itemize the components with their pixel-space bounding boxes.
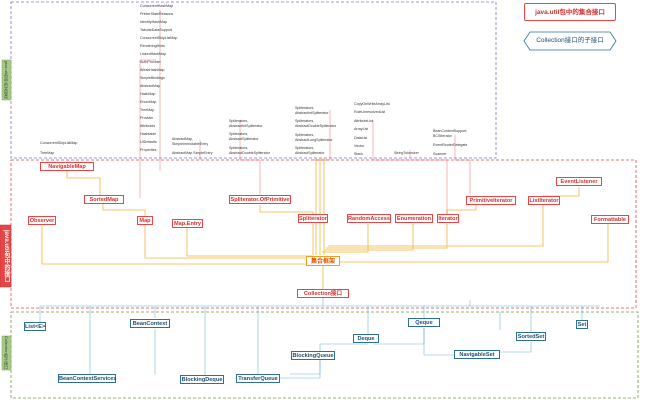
class-name: RenderingHints	[140, 44, 165, 48]
class-name: BCSIterator	[433, 133, 452, 138]
beancontextservices-node: BeanContextServices	[58, 374, 117, 383]
transferqueue-node: TransferQueue	[236, 374, 280, 383]
listiterator-node: ListIterator	[528, 196, 560, 205]
legend-hexagon	[523, 31, 617, 51]
class-name: Properties	[140, 148, 157, 152]
class-name: ArrayList	[354, 127, 369, 132]
class-name: Spliterators,	[229, 132, 249, 137]
class-name: AuthProvider	[140, 60, 161, 64]
qeque-node: Qeque	[408, 318, 440, 327]
class-name: UIDefaults	[140, 140, 157, 144]
class-name: CopyOnWriteArrayList	[354, 102, 390, 106]
middle-side-tab	[0, 224, 12, 288]
navigableset-node: NavigableSet	[454, 350, 500, 359]
class-name: Spliterators,	[295, 119, 315, 124]
class-name: TreeMap	[140, 108, 155, 112]
beancontext-node: BeanContext	[130, 319, 170, 328]
class-name: EnumMap	[140, 100, 157, 104]
class-name: Spliterators,	[229, 145, 249, 150]
class-name: AbstractMap	[140, 84, 161, 88]
class-name: AbstractIntSpliterator	[295, 110, 329, 115]
class-name: SimpleImmutableEntry	[172, 142, 209, 146]
class-name: ConcurrentSkipListMap	[40, 141, 78, 145]
mapentry-node: Map.Entry	[172, 219, 203, 228]
spliterator-node: Spliterator	[298, 214, 328, 223]
class-name: AbstractMap,	[172, 137, 194, 141]
class-name: ConcurrentHashMap	[140, 4, 174, 8]
class-name: Spliterators,	[295, 146, 315, 151]
class-name: RoleUnresolvedList	[354, 110, 386, 115]
blockingdeque-node: BlockingDeque	[180, 375, 224, 384]
enumeration-node: Enumeration	[395, 214, 433, 223]
primitiveiterator-node: PrimitiveIterator	[466, 196, 516, 205]
class-name: Hashtable	[140, 132, 157, 136]
formattable-node: Formattable	[591, 215, 629, 224]
class-name: AbstractDoubleSpliterator	[295, 124, 336, 129]
map-node: Map	[137, 216, 153, 225]
class-name: AbstractMap.SimpleEntry	[172, 151, 213, 155]
class-name: LinkedHashMap	[140, 52, 166, 56]
class-name: ConcurrentSkipListMap	[140, 36, 178, 40]
class-name: Spliterators,	[295, 106, 315, 110]
class-name: EventRouterDelegate	[433, 143, 468, 148]
iterator-node: Iterator	[437, 214, 459, 223]
sortedset-node: SortedSet	[516, 332, 546, 341]
class-name: HashMap	[140, 92, 156, 96]
legend-collection-subinterfaces: Collection接口的子接口	[536, 37, 604, 44]
class-name: WeakHashMap	[140, 68, 165, 72]
collection-node: Collection接口	[297, 289, 349, 298]
class-name: Vector	[354, 144, 365, 148]
spliterator-ofprimitive-node: Spliterator.OfPrimitive	[229, 195, 291, 204]
set-node: Set	[576, 320, 588, 329]
legend-collection-interfaces: java.util包中的集合接口	[524, 3, 616, 21]
class-name: BeanContextSupport,	[433, 129, 468, 133]
sortedmap-node: SortedMap	[84, 195, 124, 204]
side-label-middle: java.util包中的接口	[3, 229, 9, 283]
class-name: AbstractDoubleSpliterator	[229, 150, 270, 155]
class-name: Spliterators,	[229, 119, 249, 123]
deque-node: Deque	[353, 334, 379, 343]
liste-node: List<E>	[24, 322, 46, 331]
class-name: DataList	[354, 135, 368, 140]
side-label-top: java.util包中的实现类	[4, 61, 9, 99]
interface-frame	[10, 159, 637, 309]
class-name: AbstractSpliterator	[229, 137, 259, 142]
eventlistener-node: EventListener	[556, 177, 602, 186]
class-name: Stack	[354, 152, 363, 157]
bottom-side-tab	[1, 335, 12, 371]
red-thin-connectors	[139, 10, 471, 215]
class-name: IdentityHashMap	[140, 20, 167, 24]
randomaccess-node: RandomAccess	[347, 214, 391, 223]
class-name: AttributeList	[354, 118, 373, 123]
navigablemap-node: NavigableMap	[40, 162, 94, 171]
center-node: 集合框架	[306, 256, 340, 266]
blue-connectors	[39, 298, 600, 379]
class-name: SimpleBindings	[140, 76, 165, 80]
class-name: Provider	[140, 116, 154, 120]
class-name: Scanner	[433, 152, 447, 157]
class-name: AbstractLongSpliterator	[295, 137, 333, 142]
class-name: PrinterStateReasons	[140, 12, 174, 16]
class-name: AbstractSpliterator	[295, 150, 325, 155]
class-name: Attributes	[140, 124, 156, 128]
blockingqueue-node: BlockingQueue	[291, 351, 335, 360]
top-side-tab	[1, 59, 12, 101]
class-name: AbstractIntSpliterator	[229, 123, 263, 128]
side-label-bottom: Collection的子接口	[4, 336, 9, 370]
observer-node: Observer	[28, 216, 56, 225]
class-name: Spliterators,	[295, 132, 315, 137]
class-name: TreeMap	[40, 151, 55, 155]
implementation-frame	[10, 1, 497, 159]
class-name: TabularDataSupport	[140, 28, 172, 32]
class-name: StringTokenizer	[394, 151, 419, 155]
